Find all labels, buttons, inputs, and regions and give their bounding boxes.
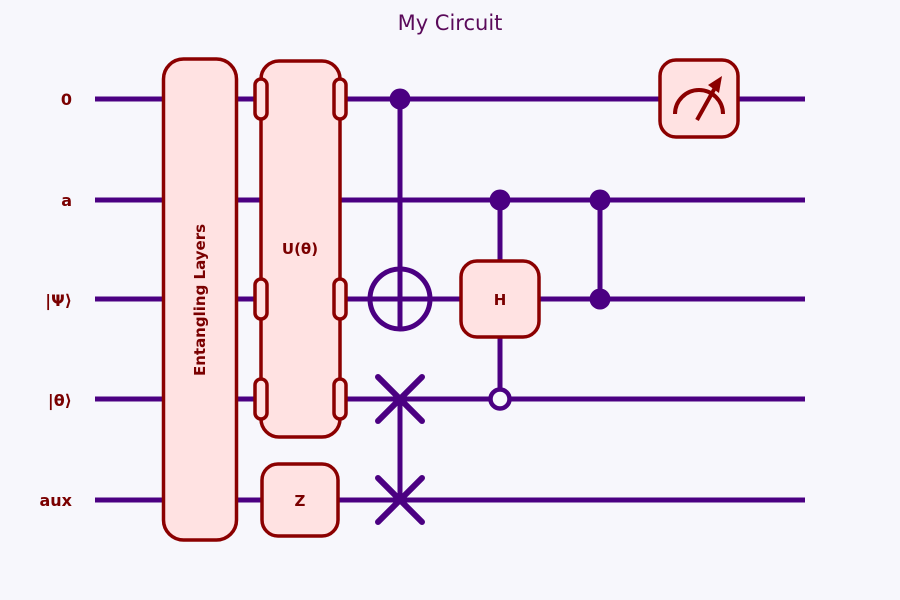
u-theta-tab [332, 377, 348, 421]
u-theta-label: U(θ) [282, 240, 318, 258]
wire-label-theta: |θ⟩ [48, 391, 72, 411]
u-theta-tab [332, 277, 348, 321]
h-gate: H [459, 259, 541, 339]
cnot-control-dot [389, 88, 411, 110]
measurement-gate [658, 58, 740, 139]
entangling-layers-label: Entangling Layers [191, 224, 209, 376]
cz-control-dot-a [589, 189, 611, 211]
meter-needle-icon [695, 85, 718, 121]
cnot-gate [367, 88, 433, 332]
wire-label-0: 0 [61, 90, 72, 109]
swap-gate [375, 374, 425, 525]
entangling-layers-gate: Entangling Layers [161, 57, 239, 542]
h-control-dot [489, 189, 511, 211]
meter-arrowhead-icon [708, 76, 722, 93]
meter-arc-icon [673, 88, 725, 115]
u-theta-tab [332, 77, 348, 121]
wire-label-a: a [61, 191, 72, 210]
u-theta-tab [253, 277, 269, 321]
z-gate-label: Z [295, 492, 306, 510]
u-theta-tab [253, 77, 269, 121]
z-gate: Z [260, 462, 340, 538]
open-control-dot [488, 387, 512, 411]
u-theta-gate: U(θ) [253, 59, 348, 439]
u-theta-tab [253, 377, 269, 421]
circuit-title: My Circuit [398, 11, 503, 35]
cz-control-dot-psi [589, 288, 611, 310]
wire-label-psi: |Ψ⟩ [45, 291, 72, 311]
h-gate-label: H [494, 291, 507, 309]
cz-gate [589, 189, 611, 310]
wire-label-aux: aux [39, 491, 72, 510]
